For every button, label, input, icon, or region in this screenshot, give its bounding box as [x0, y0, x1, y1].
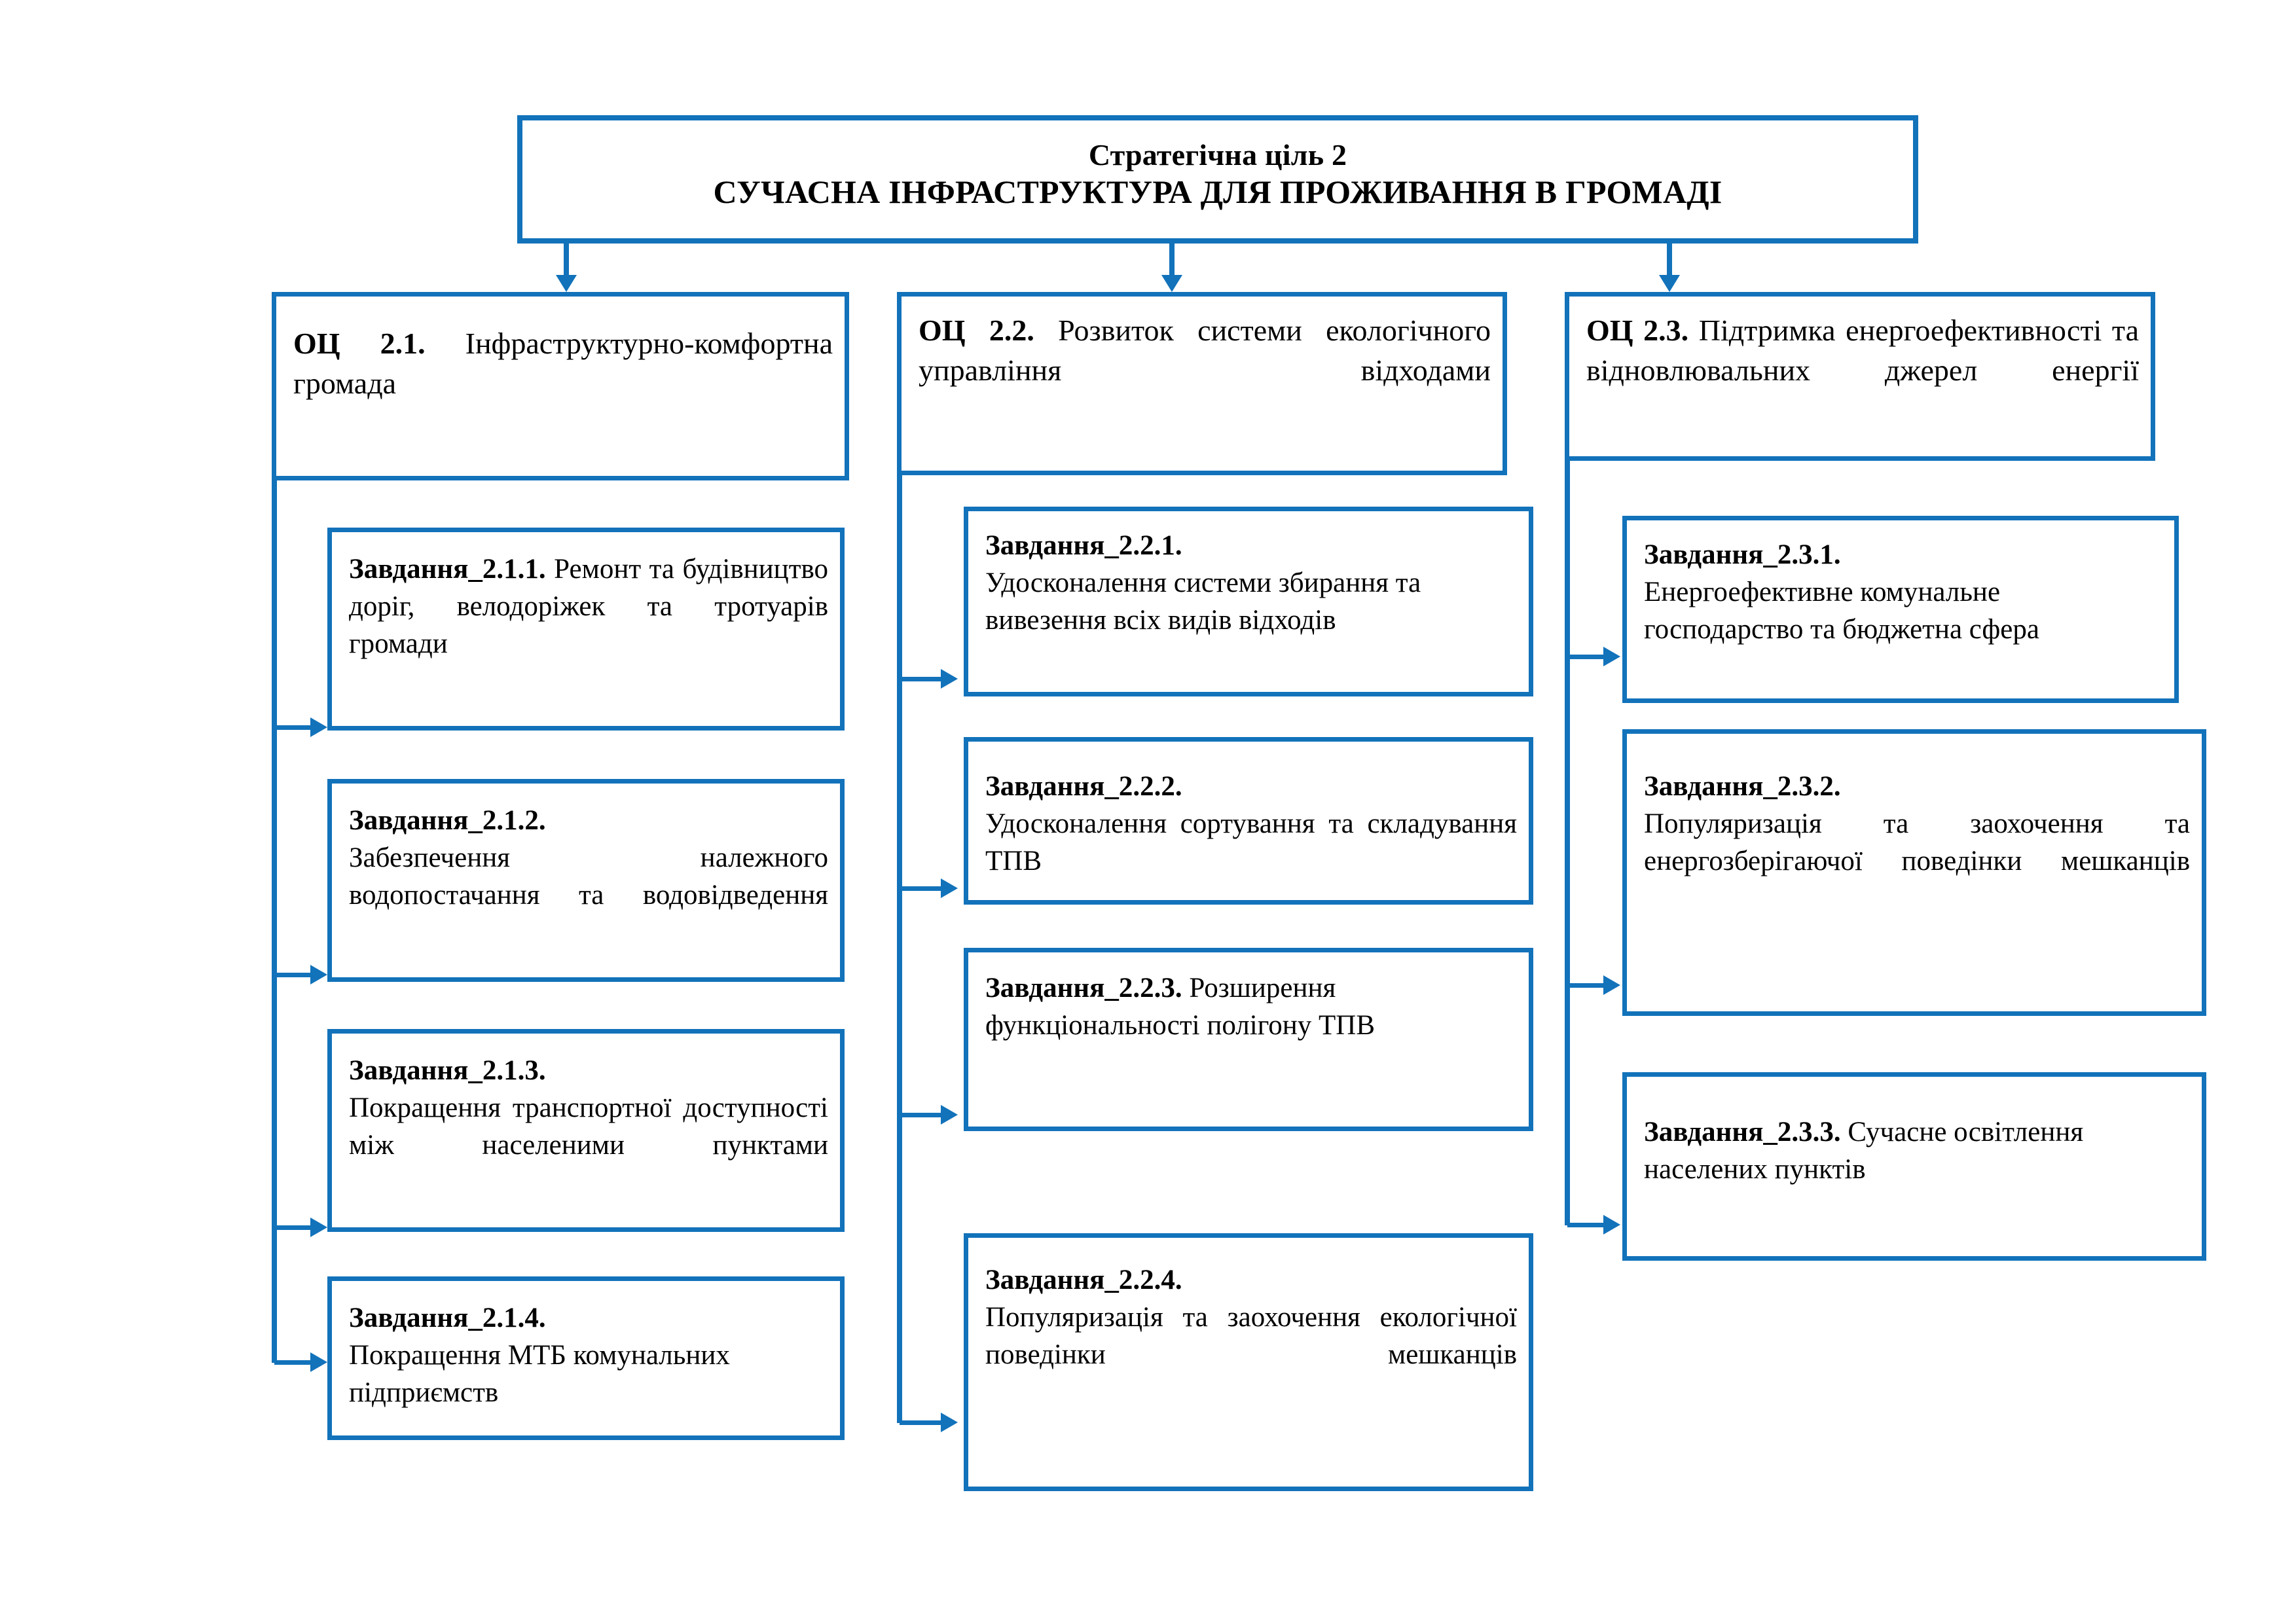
- objective-code-2-3: ОЦ 2.3.: [1586, 314, 1689, 347]
- task-code-2-2-1: Завдання_2.2.1.: [985, 530, 1182, 561]
- task-box-2-1-2: Завдання_2.1.2. Забезпечення належного в…: [327, 779, 845, 982]
- objective-code-2-1: ОЦ 2.1.: [293, 327, 426, 360]
- trunk-objective-2-1: [272, 480, 277, 1363]
- task-code-2-1-1: Завдання_2.1.1.: [349, 554, 546, 585]
- task-code-2-2-2: Завдання_2.2.2.: [985, 771, 1182, 802]
- branch-2-3-3: [1567, 1223, 1605, 1227]
- arrow-header-to-obj2-icon: [1161, 275, 1182, 292]
- branch-2-3-1: [1567, 655, 1605, 659]
- task-box-2-3-1: Завдання_2.3.1. Енергоефективне комуналь…: [1622, 516, 2179, 703]
- arrow-to-task-2-3-2-icon: [1603, 975, 1620, 995]
- branch-2-2-3: [900, 1113, 943, 1117]
- trunk-objective-2-2: [897, 475, 902, 1423]
- branch-2-3-2: [1567, 983, 1605, 988]
- task-text-2-1-3: Покращення транспортної доступності між …: [349, 1092, 828, 1161]
- branch-2-1-2: [274, 973, 312, 977]
- arrow-to-task-2-1-3-icon: [310, 1218, 327, 1237]
- arrow-to-task-2-2-1-icon: [941, 669, 958, 689]
- task-box-2-1-1: Завдання_2.1.1. Ремонт та будівництво до…: [327, 528, 845, 731]
- task-text-2-2-2: Удосконалення сортування та складування …: [985, 808, 1517, 877]
- task-code-2-3-2: Завдання_2.3.2.: [1644, 771, 1841, 802]
- branch-2-2-1: [900, 677, 943, 681]
- task-text-2-3-1: Енергоефективне комунальне господарство …: [1644, 577, 2039, 645]
- task-text-2-1-4: Покращення МТБ комунальних підприємств: [349, 1340, 730, 1409]
- task-box-2-3-3: Завдання_2.3.3. Сучасне освітлення насел…: [1622, 1072, 2206, 1261]
- task-text-2-3-2: Популяризація та заохочення та енергозбе…: [1644, 808, 2190, 877]
- task-text-2-2-3: Розширення функціональності полігону ТПВ: [985, 973, 1376, 1041]
- arrow-to-task-2-1-4-icon: [310, 1352, 327, 1372]
- task-box-2-2-1: Завдання_2.2.1. Удосконалення системи зб…: [964, 507, 1533, 696]
- objective-box-2-3: ОЦ 2.3. Підтримка енергоефективності та …: [1565, 292, 2155, 461]
- task-box-2-1-4: Завдання_2.1.4. Покращення МТБ комунальн…: [327, 1276, 845, 1440]
- task-box-2-2-3: Завдання_2.2.3. Розширення функціонально…: [964, 948, 1533, 1131]
- task-box-2-2-2: Завдання_2.2.2. Удосконалення сортування…: [964, 737, 1533, 905]
- task-code-2-2-3: Завдання_2.2.3.: [985, 973, 1182, 1003]
- task-code-2-3-1: Завдання_2.3.1.: [1644, 539, 1841, 570]
- branch-2-2-2: [900, 886, 943, 891]
- task-box-2-2-4: Завдання_2.2.4. Популяризація та заохоче…: [964, 1233, 1533, 1491]
- arrow-to-task-2-1-1-icon: [310, 717, 327, 737]
- task-text-2-1-2: Забезпечення належного водопостачання та…: [349, 842, 828, 911]
- task-code-2-3-3: Завдання_2.3.3.: [1644, 1117, 1841, 1147]
- arrow-header-to-obj1-icon: [556, 275, 577, 292]
- arrow-to-task-2-2-3-icon: [941, 1105, 958, 1125]
- objective-text-2-3: Підтримка енергоефективності та відновлю…: [1586, 314, 2139, 387]
- strategic-goal-label: Стратегічна ціль 2: [1088, 138, 1347, 171]
- arrow-to-task-2-1-2-icon: [310, 965, 327, 984]
- task-text-2-1-1: Ремонт та будівництво доріг, велодоріжек…: [349, 554, 828, 660]
- connector-header-to-obj1: [564, 244, 569, 278]
- arrow-to-task-2-3-3-icon: [1603, 1215, 1620, 1235]
- arrow-header-to-obj3-icon: [1659, 275, 1680, 292]
- task-box-2-3-2: Завдання_2.3.2. Популяризація та заохоче…: [1622, 729, 2206, 1016]
- task-code-2-1-4: Завдання_2.1.4.: [349, 1303, 546, 1333]
- task-text-2-3-3: Сучасне освітлення населених пунктів: [1644, 1117, 2084, 1185]
- arrow-to-task-2-2-2-icon: [941, 878, 958, 898]
- arrow-to-task-2-3-1-icon: [1603, 647, 1620, 666]
- task-text-2-2-1: Удосконалення системи збирання та вивезе…: [985, 568, 1421, 636]
- objective-text-2-1: Інфраструктурно-комфортна громада: [293, 327, 833, 400]
- arrow-to-task-2-2-4-icon: [941, 1413, 958, 1432]
- objective-box-2-1: ОЦ 2.1. Інфраструктурно-комфортна громад…: [272, 292, 849, 480]
- connector-header-to-obj2: [1169, 244, 1175, 278]
- task-text-2-2-4: Популяризація та заохочення екологічної …: [985, 1302, 1517, 1371]
- trunk-objective-2-3: [1565, 461, 1570, 1225]
- task-code-2-1-2: Завдання_2.1.2.: [349, 805, 546, 836]
- strategic-goal-header-box: Стратегічна ціль 2 СУЧАСНА ІНФРАСТРУКТУР…: [517, 115, 1918, 244]
- branch-2-2-4: [900, 1420, 943, 1425]
- strategic-goal-title: СУЧАСНА ІНФРАСТРУКТУРА ДЛЯ ПРОЖИВАННЯ В …: [713, 173, 1722, 211]
- task-code-2-2-4: Завдання_2.2.4.: [985, 1265, 1182, 1295]
- branch-2-1-3: [274, 1225, 312, 1230]
- connector-header-to-obj3: [1667, 244, 1672, 278]
- task-code-2-1-3: Завдання_2.1.3.: [349, 1055, 546, 1086]
- branch-2-1-1: [274, 725, 312, 730]
- branch-2-1-4: [274, 1360, 312, 1365]
- objective-box-2-2: ОЦ 2.2. Розвиток системи екологічного уп…: [897, 292, 1507, 475]
- objective-text-2-2: Розвиток системи екологічного управління…: [919, 314, 1491, 387]
- objective-code-2-2: ОЦ 2.2.: [919, 314, 1034, 347]
- task-box-2-1-3: Завдання_2.1.3. Покращення транспортної …: [327, 1029, 845, 1232]
